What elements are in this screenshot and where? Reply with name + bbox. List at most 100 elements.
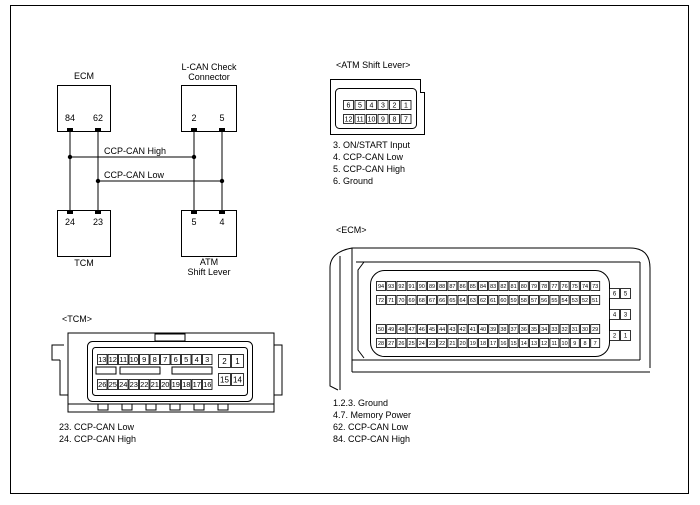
pin-cell — [549, 338, 560, 348]
pin-cell — [569, 295, 580, 305]
pin-number: 24 — [119, 380, 127, 389]
lcan-terminal-2 — [191, 128, 197, 132]
pin-cell — [488, 324, 499, 334]
pin-number: 23 — [429, 341, 435, 347]
pin-number: 82 — [500, 284, 506, 290]
pin-number: 7 — [594, 341, 597, 347]
pin-number: 40 — [480, 327, 486, 333]
pin-number: 94 — [378, 284, 384, 290]
pin-cell — [457, 324, 468, 334]
tcm-connector-body — [51, 332, 283, 413]
pin-cell — [620, 288, 631, 299]
pin-cell — [590, 295, 601, 305]
junction-dot — [67, 154, 73, 160]
pin-number: 1 — [235, 357, 240, 366]
pin-cell — [181, 354, 192, 365]
pin-number: 91 — [409, 284, 415, 290]
pin-cell — [107, 379, 118, 390]
pin-number: 18 — [182, 380, 190, 389]
list-item: 5. CCP-CAN High — [333, 164, 406, 174]
atm-pin-5: 5 — [191, 217, 196, 227]
pin-number: 9 — [142, 355, 146, 364]
pin-number: 5 — [624, 292, 628, 298]
pin-cell — [549, 324, 560, 334]
pin-cell — [181, 379, 192, 390]
pin-number: 36 — [521, 327, 527, 333]
pin-number: 54 — [562, 298, 568, 304]
pin-cell — [366, 114, 377, 124]
pin-cell — [354, 114, 366, 124]
pin-cell — [343, 100, 354, 110]
pin-number: 9 — [381, 117, 385, 124]
pin-number: 92 — [398, 284, 404, 290]
pin-number: 10 — [562, 341, 568, 347]
pin-number: 3 — [624, 313, 628, 319]
pin-cell — [191, 354, 202, 365]
pin-cell — [139, 379, 150, 390]
pin-number: 1 — [404, 103, 408, 110]
pin-cell — [149, 379, 160, 390]
lcan-terminal-5 — [219, 128, 225, 132]
atm-pin-list: 3. ON/START Input 4. CCP-CAN Low 5. CCP-… — [333, 139, 410, 187]
pin-cell — [386, 281, 397, 291]
pin-number: 43 — [449, 327, 455, 333]
pin-cell — [218, 354, 231, 368]
pin-number: 62 — [480, 298, 486, 304]
pin-number: 7 — [404, 117, 408, 124]
pin-cell — [396, 338, 407, 348]
pin-number: 33 — [551, 327, 557, 333]
pin-cell — [139, 354, 150, 365]
pin-number: 11 — [356, 117, 363, 124]
pin-cell — [478, 281, 488, 291]
pin-number: 34 — [541, 327, 547, 333]
pin-cell — [406, 338, 417, 348]
pin-cell — [609, 309, 620, 320]
pin-number: 10 — [368, 117, 376, 124]
pin-number: 56 — [541, 298, 547, 304]
pin-number: 55 — [551, 298, 557, 304]
pin-number: 72 — [378, 298, 384, 304]
atm-block — [181, 210, 237, 257]
pin-number: 81 — [511, 284, 517, 290]
pin-cell — [457, 281, 468, 291]
pin-number: 83 — [490, 284, 496, 290]
pin-number: 17 — [193, 380, 201, 389]
pin-cell — [128, 379, 139, 390]
pin-number: 3 — [381, 103, 385, 110]
pin-number: 28 — [378, 341, 384, 347]
pin-cell — [416, 338, 427, 348]
pin-cell — [488, 281, 499, 291]
pin-cell — [518, 338, 529, 348]
pin-cell — [467, 281, 478, 291]
pin-number: 9 — [573, 341, 576, 347]
tcm-label: TCM — [74, 258, 94, 268]
pin-number: 90 — [419, 284, 425, 290]
list-item: 24. CCP-CAN High — [59, 434, 137, 444]
pin-number: 25 — [109, 380, 117, 389]
pin-number: 86 — [460, 284, 466, 290]
pin-number: 11 — [119, 355, 127, 364]
pin-number: 73 — [592, 284, 598, 290]
pin-cell — [559, 338, 570, 348]
pin-cell — [191, 379, 202, 390]
pin-cell — [376, 338, 386, 348]
pin-cell — [518, 281, 529, 291]
pin-cell — [396, 281, 407, 291]
pin-cell — [406, 295, 417, 305]
pin-number: 70 — [398, 298, 404, 304]
pin-cell — [518, 295, 529, 305]
pin-cell — [569, 281, 580, 291]
list-item: 1.2.3. Ground — [333, 398, 389, 408]
pin-cell — [231, 373, 244, 386]
atm-label-line2: Shift Lever — [187, 267, 230, 277]
pin-cell — [529, 281, 539, 291]
pin-number: 27 — [388, 341, 394, 347]
pin-number: 13 — [98, 355, 106, 364]
pin-number: 21 — [151, 380, 159, 389]
list-item: 3. ON/START Input — [333, 140, 411, 150]
pin-cell — [620, 330, 631, 341]
pin-cell — [467, 324, 478, 334]
pin-cell — [498, 295, 509, 305]
